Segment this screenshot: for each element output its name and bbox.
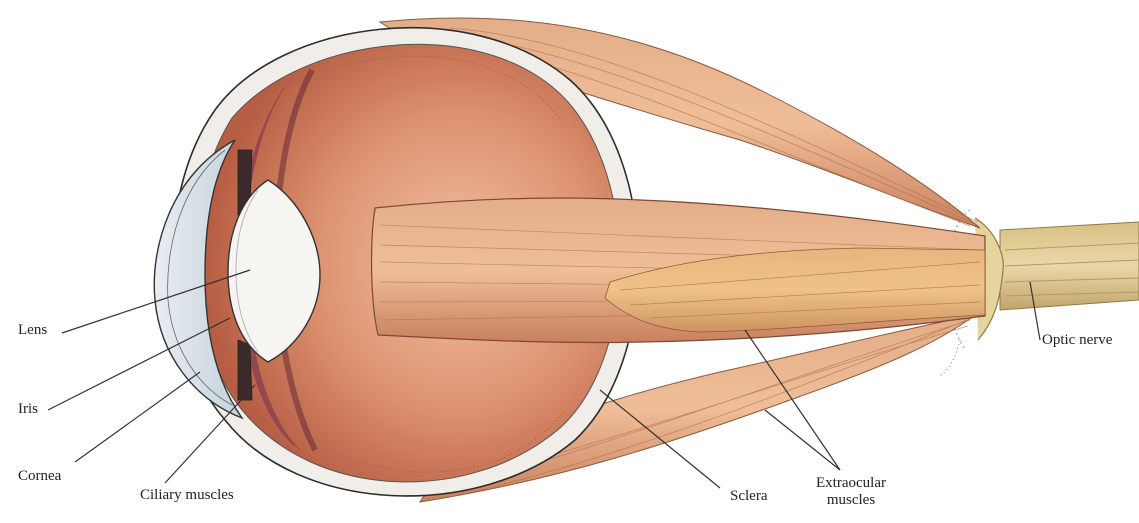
label-cornea: Cornea xyxy=(18,468,61,485)
lateral-rectus-muscle xyxy=(372,198,985,342)
label-extraocular-line2: muscles xyxy=(806,492,896,509)
label-iris: Iris xyxy=(18,401,38,418)
label-extraocular-muscles: Extraocular muscles xyxy=(806,475,896,509)
cornea-leader-line xyxy=(75,372,200,462)
label-optic-nerve: Optic nerve xyxy=(1042,332,1112,349)
label-lens: Lens xyxy=(18,322,47,339)
extraocular-leader-line-2 xyxy=(765,410,840,470)
label-sclera: Sclera xyxy=(730,488,767,505)
label-extraocular-line1: Extraocular xyxy=(806,475,896,492)
label-ciliary-muscles: Ciliary muscles xyxy=(140,487,234,504)
